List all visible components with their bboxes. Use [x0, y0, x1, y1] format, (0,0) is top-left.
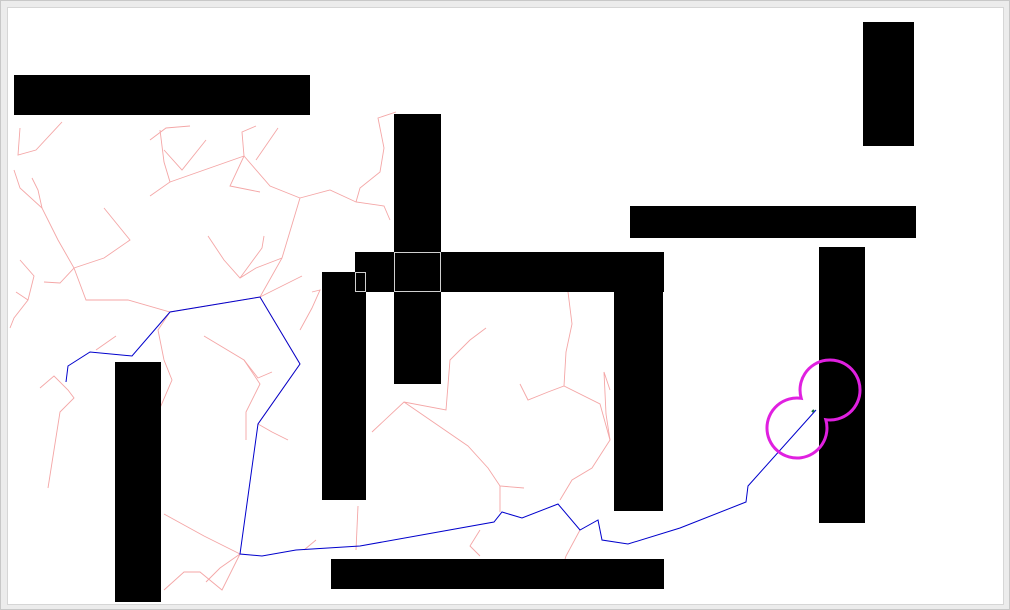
tree-branch-5 — [73, 267, 261, 313]
obstacle-overlap-outlines — [355, 252, 441, 292]
tree-branch-9 — [149, 125, 191, 141]
planned-path — [65, 296, 817, 557]
overlap-outline-1 — [394, 252, 441, 292]
tree-branch-14 — [229, 155, 261, 193]
obstacle-5 — [355, 252, 664, 292]
tree-branch-26 — [163, 513, 241, 555]
obstacle-2 — [863, 22, 914, 146]
tree-branch-35 — [563, 291, 573, 387]
tree-branch-7 — [15, 291, 29, 301]
tree-branch-17 — [355, 111, 397, 203]
tree-branch-38 — [355, 505, 359, 551]
obstacle-4 — [394, 114, 441, 384]
tree-branch-4 — [73, 207, 131, 269]
tree-branch-6 — [9, 259, 35, 329]
tree-branch-39 — [303, 539, 317, 551]
tree-branch-2 — [13, 169, 75, 284]
obstacle-9 — [115, 362, 161, 602]
tree-branch-20 — [239, 235, 265, 279]
tree-branch-3 — [31, 177, 43, 209]
path-line — [65, 296, 817, 557]
robot-heading-marker — [811, 409, 815, 413]
tree-branch-33 — [559, 371, 611, 501]
tree-branch-29 — [299, 289, 321, 331]
tree-branch-27 — [205, 553, 241, 583]
robot-outline — [765, 358, 862, 460]
tree-branch-31 — [403, 401, 525, 489]
obstacle-8 — [819, 247, 865, 523]
tree-branch-12 — [169, 155, 301, 199]
tree-branch-22 — [203, 335, 261, 440]
exploration-tree — [9, 111, 611, 591]
tree-branch-30 — [371, 327, 487, 433]
obstacles — [14, 22, 916, 602]
tree-branch-11 — [163, 139, 207, 171]
tree-branch-18 — [259, 197, 301, 365]
tree-branch-25 — [39, 375, 75, 489]
tree-branch-36 — [469, 529, 481, 557]
tree-branch-34 — [519, 383, 611, 441]
tree-branch-15 — [255, 127, 279, 161]
obstacle-1 — [14, 75, 310, 115]
obstacle-3 — [630, 206, 916, 238]
robot-footprint — [765, 358, 862, 460]
obstacle-7 — [614, 292, 663, 511]
tree-branch-1 — [17, 121, 63, 156]
tree-branch-40 — [95, 335, 117, 351]
tree-branch-21 — [259, 275, 303, 298]
tree-branch-10 — [149, 129, 171, 197]
tree-branch-8 — [157, 311, 173, 409]
obstacle-10 — [331, 559, 664, 589]
tree-branch-13 — [241, 125, 257, 157]
tree-branch-16 — [299, 189, 391, 221]
obstacle-6 — [322, 272, 366, 500]
overlap-outline-2 — [355, 272, 366, 292]
tree-branch-23 — [243, 359, 273, 379]
tree-branch-28 — [163, 553, 241, 591]
